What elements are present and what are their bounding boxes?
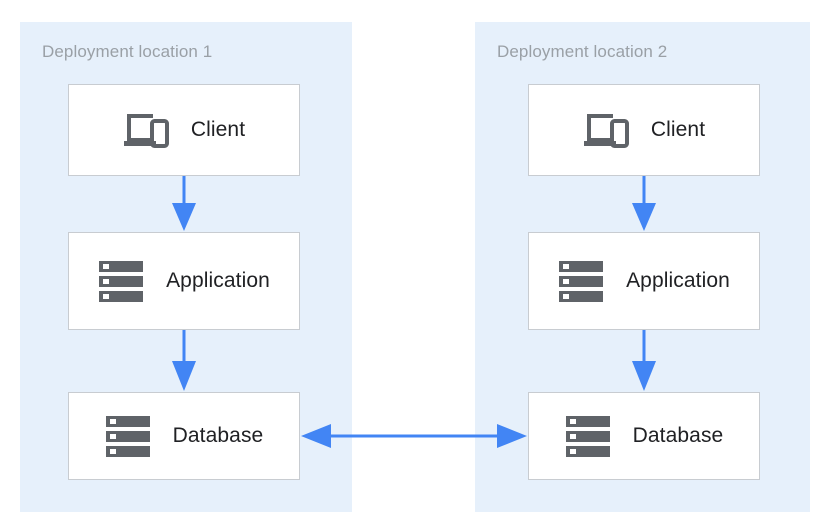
devices-icon [123, 110, 169, 150]
node-database-2[interactable]: Database [528, 392, 760, 480]
devices-icon [583, 110, 629, 150]
node-application-1-label: Application [166, 269, 270, 292]
server-icon [98, 259, 144, 303]
node-application-2-label: Application [626, 269, 730, 292]
server-icon [558, 259, 604, 303]
server-icon [105, 414, 151, 458]
node-client-1-label: Client [190, 118, 246, 141]
node-application-1[interactable]: Application [68, 232, 300, 330]
server-icon [565, 414, 611, 458]
zone-1-title: Deployment location 1 [42, 42, 213, 61]
node-database-2-label: Database [632, 424, 724, 447]
node-application-2[interactable]: Application [528, 232, 760, 330]
node-client-2[interactable]: Client [528, 84, 760, 176]
node-client-1[interactable]: Client [68, 84, 300, 176]
node-client-2-label: Client [650, 118, 706, 141]
node-database-1-label: Database [172, 424, 264, 447]
node-database-1[interactable]: Database [68, 392, 300, 480]
zone-2-title: Deployment location 2 [497, 42, 668, 61]
